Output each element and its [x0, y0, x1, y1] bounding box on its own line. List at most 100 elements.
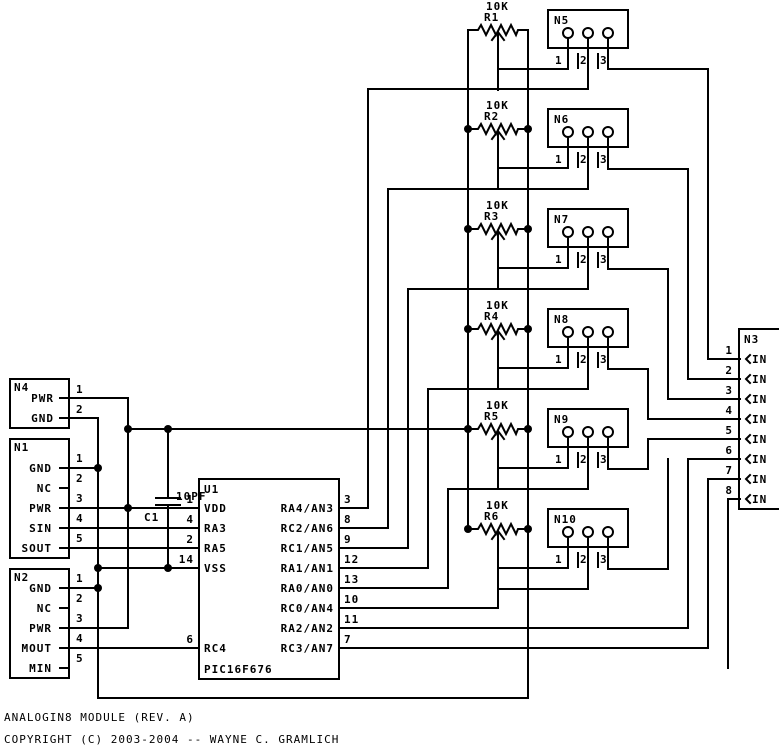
- connector-pin-icon: [582, 226, 594, 238]
- junction-dot: [164, 564, 172, 572]
- ic-left-pin-label: RC4: [204, 642, 227, 655]
- connector-pin-icon: [562, 426, 574, 438]
- ic-right-pin-label: RC2/AN6: [281, 522, 334, 535]
- pot-ref: R6: [484, 510, 499, 523]
- input-arrow-icon: [744, 353, 752, 365]
- connector-pin-icon: [562, 27, 574, 39]
- connector-pin-icon: [602, 426, 614, 438]
- pot-ref: R1: [484, 11, 499, 24]
- n1-pin-label: GND: [29, 462, 52, 475]
- potentiometer-r6: [467, 521, 529, 590]
- junction-dot: [124, 504, 132, 512]
- connector-pin-icon: [582, 126, 594, 138]
- n3-pin-label: IN: [752, 433, 767, 446]
- connector-pin-num: 1: [555, 353, 563, 366]
- n2-pin-label: MOUT: [22, 642, 53, 655]
- n3-pin-num: 1: [725, 344, 733, 357]
- pot-value: 10K: [486, 99, 509, 112]
- n1-pin-label: SIN: [29, 522, 52, 535]
- connector-n2-body: [9, 568, 70, 679]
- connector-n10-body: [547, 508, 629, 548]
- n1-pin-num: 1: [76, 452, 84, 465]
- connector-n7-body: [547, 208, 629, 248]
- n1-pin-label: PWR: [29, 502, 52, 515]
- connector-pin-num: 3: [600, 54, 608, 67]
- wire-n10-n3-6: [607, 458, 669, 570]
- connector-pin-icon: [562, 326, 574, 338]
- ic-left-pin-label: VDD: [204, 502, 227, 515]
- connector-n4-label: N4: [14, 381, 29, 394]
- n1-pin-num: 2: [76, 472, 84, 485]
- connector-pin-icon: [582, 526, 594, 538]
- connector-pin-num: 2: [580, 353, 588, 366]
- wire-an5-n7: [339, 237, 589, 549]
- n2-pin-num: 4: [76, 632, 84, 645]
- connector-n4-body: [9, 378, 70, 429]
- wire-n3-8-stub: [727, 498, 741, 669]
- connector-pin-icon: [582, 27, 594, 39]
- resistor-zigzag: [467, 521, 529, 537]
- connector-pin-num: 1: [555, 153, 563, 166]
- pot-value: 10K: [486, 399, 509, 412]
- wiper-arrow-icon: [490, 30, 506, 42]
- ic-right-pin-label: RA4/AN3: [281, 502, 334, 515]
- copyright-line: COPYRIGHT (C) 2003-2004 -- WAYNE C. GRAM…: [4, 733, 339, 746]
- n1-pin-num: 5: [76, 532, 84, 545]
- input-arrow-icon: [744, 413, 752, 425]
- connector-pin-num: 1: [555, 253, 563, 266]
- wire-n5-n3-1: [607, 37, 741, 360]
- ic-right-pin-num: 10: [344, 593, 359, 606]
- n1-pin-label: SOUT: [22, 542, 53, 555]
- ic-right-pin-label: RC3/AN7: [281, 642, 334, 655]
- resistor-zigzag: [467, 221, 529, 237]
- input-arrow-icon: [744, 433, 752, 445]
- connector-label: N9: [554, 413, 569, 426]
- wire-n6-n3-2: [607, 137, 741, 380]
- n3-pin-num: 5: [725, 424, 733, 437]
- ic-right-pin-label: RC1/AN5: [281, 542, 334, 555]
- ic-left-pin-label: RA3: [204, 522, 227, 535]
- ic-right-pin-label: RA2/AN2: [281, 622, 334, 635]
- pot-value: 10K: [486, 0, 509, 13]
- n3-pin-num: 3: [725, 384, 733, 397]
- connector-pin-num: 2: [580, 153, 588, 166]
- n2-pin-num: 1: [76, 572, 84, 585]
- wiper-arrow-icon: [490, 229, 506, 241]
- connector-n1-body: [9, 438, 70, 559]
- ic-left-pin-num: 4: [186, 513, 194, 526]
- n2-pin-label: GND: [29, 582, 52, 595]
- connector-n2-label: N2: [14, 571, 29, 584]
- connector-pin-num: 1: [555, 453, 563, 466]
- pot-value: 10K: [486, 499, 509, 512]
- wire-an1-n8: [339, 337, 589, 569]
- wires: [59, 29, 741, 699]
- pot-ref: R2: [484, 110, 499, 123]
- labels: N4PWRGND12N1GND1NC2PWR3SIN4SOUT5N2GND1NC…: [4, 0, 767, 746]
- ic-right-pin-label: RA1/AN1: [281, 562, 334, 575]
- n4-pin-num: 1: [76, 383, 84, 396]
- ic-right-pin-num: 13: [344, 573, 359, 586]
- connector-pin-icon: [582, 326, 594, 338]
- connector-pin-icon: [602, 27, 614, 39]
- n3-pin-label: IN: [752, 493, 767, 506]
- ic-left-pin-num: 14: [179, 553, 194, 566]
- junction-dot: [164, 425, 172, 433]
- ic-right-pin-num: 9: [344, 533, 352, 546]
- connector-n1-label: N1: [14, 441, 29, 454]
- input-arrow-icon: [744, 453, 752, 465]
- ic-left-pin-label: VSS: [204, 562, 227, 575]
- ic-right-pin-num: 8: [344, 513, 352, 526]
- potentiometer-r4: [467, 321, 529, 390]
- ic-right-pin-label: RC0/AN4: [281, 602, 334, 615]
- resistor-zigzag: [467, 22, 529, 38]
- pot-value: 10K: [486, 199, 509, 212]
- connector-n9-body: [547, 408, 629, 448]
- ic-left-pin-label: RA5: [204, 542, 227, 555]
- connector-pin-num: 3: [600, 253, 608, 266]
- connector-label: N7: [554, 213, 569, 226]
- pot-ref: R3: [484, 210, 499, 223]
- connector-pin-icon: [602, 526, 614, 538]
- n1-pin-num: 4: [76, 512, 84, 525]
- wiper-arrow-icon: [490, 329, 506, 341]
- n2-pin-label: MIN: [29, 662, 52, 675]
